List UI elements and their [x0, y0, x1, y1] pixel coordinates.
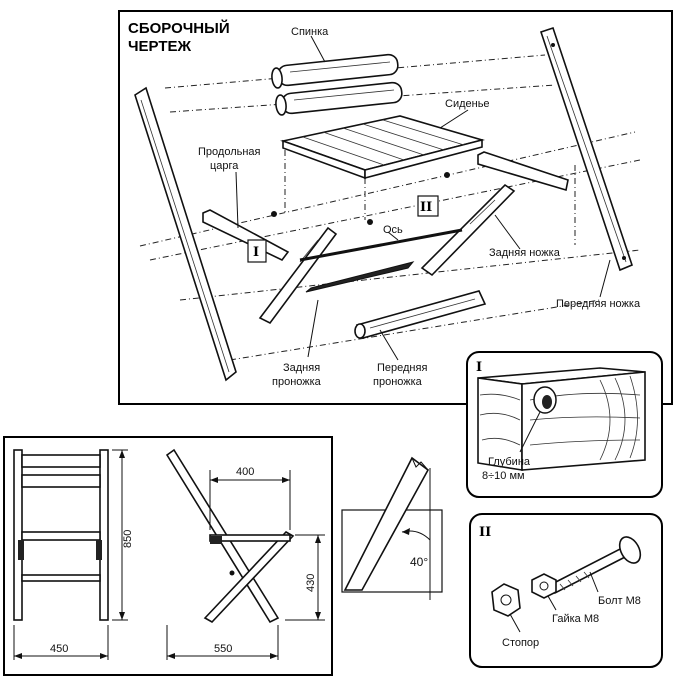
detail-1-panel: I Глубина 8÷10 мм — [466, 351, 663, 498]
assembly-title-line1: СБОРОЧНЫЙ — [128, 19, 230, 37]
stopper-washer — [491, 583, 521, 617]
assembly-guide-lines — [139, 54, 641, 361]
nut-label: Гайка М8 — [552, 613, 599, 625]
side-rail-left — [202, 209, 290, 262]
label-front-leg: Передняя ножка — [556, 298, 641, 310]
label-front-rung-line2: проножка — [373, 376, 423, 388]
front-leg-right — [539, 26, 633, 272]
front-view — [13, 449, 109, 621]
views-frame — [3, 436, 333, 676]
angle-detail: 40° — [341, 456, 443, 600]
callout-2-label: II — [420, 200, 432, 215]
dimension-front-width: 450 — [13, 625, 109, 660]
dimension-side-depth: 550 — [166, 625, 279, 660]
label-rear-leg: Задняя ножка — [489, 247, 561, 259]
side-depth-value: 550 — [214, 643, 232, 655]
washer-center — [367, 219, 373, 225]
label-seat: Сиденье — [445, 98, 490, 110]
assembly-frame — [118, 10, 673, 405]
washer-right — [444, 172, 450, 178]
label-rear-rung-line1: Задняя — [283, 362, 320, 374]
front-rung — [354, 290, 487, 339]
label-front-rung-line1: Передняя — [377, 362, 427, 374]
label-side-rail-line1: Продольная — [198, 146, 261, 158]
front-width-value: 450 — [50, 643, 68, 655]
seat-depth-value: 400 — [236, 466, 254, 478]
dimension-height: 850 — [112, 449, 134, 621]
dimension-seat-depth: 400 — [209, 466, 291, 530]
seat-height-value: 430 — [305, 574, 317, 592]
orthographic-views: 850 450 400 — [3, 436, 333, 676]
seat-board — [280, 115, 486, 180]
height-value: 850 — [122, 530, 134, 548]
dimension-seat-height: 430 — [285, 534, 325, 621]
detail-2-roman: II — [479, 525, 491, 540]
label-backrest: Спинка — [291, 26, 329, 38]
callout-box-2 — [417, 195, 439, 217]
depth-label-line2: 8÷10 мм — [482, 470, 525, 482]
label-axle: Ось — [383, 224, 403, 236]
angle-value: 40° — [410, 555, 428, 569]
label-side-rail-line2: царга — [210, 160, 239, 172]
depth-label-line1: Глубина — [488, 456, 531, 468]
axle-rod — [299, 228, 463, 262]
backrest-slats — [271, 53, 403, 116]
callout-1-label: I — [253, 245, 259, 260]
detail-2-panel: II Болт М8 Гайка М8 Стопор — [469, 513, 663, 668]
callout-box-1 — [247, 239, 267, 263]
stopper-label: Стопор — [502, 637, 539, 649]
washer-left — [271, 211, 277, 217]
rear-leg-right — [420, 183, 516, 277]
bolt-label: Болт М8 — [598, 595, 641, 607]
assembly-title-line2: ЧЕРТЕЖ — [128, 38, 192, 55]
nut — [531, 573, 557, 599]
side-view — [165, 448, 295, 624]
leader-lines — [235, 35, 611, 361]
rear-rung — [305, 261, 415, 293]
detail-1-roman: I — [476, 360, 482, 375]
bolt — [548, 536, 642, 595]
assembly-drawing: СБОРОЧНЫЙ ЧЕРТЕЖ — [118, 10, 673, 405]
side-rail-right — [477, 151, 569, 192]
front-leg-left — [134, 86, 237, 382]
label-rear-rung-line2: проножка — [272, 376, 322, 388]
